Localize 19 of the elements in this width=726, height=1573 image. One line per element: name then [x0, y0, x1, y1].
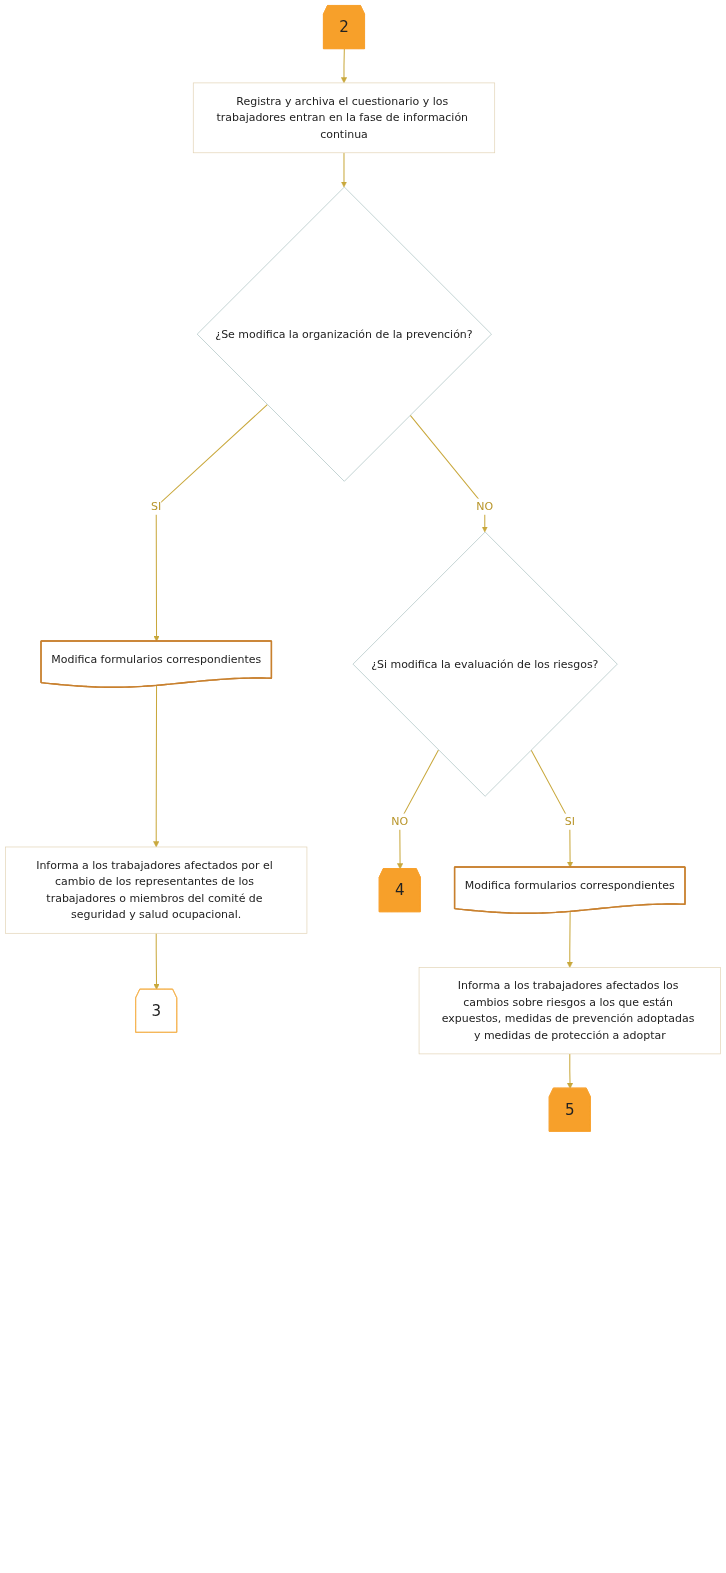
- node-box: Informa a los trabajadores afectados por el cambio de los representantes de los trabajadores o miembros del comité de seguridad y salud ocupacional.: [5, 846, 308, 934]
- arrow: [530, 749, 574, 868]
- arrow: [153, 685, 160, 848]
- arrow: [397, 749, 439, 870]
- arrow: [409, 414, 488, 533]
- node-box: Informa a los trabajadores afectados los cambios sobre riesgos a los que están expuestos, medidas de prevención adoptadas y medidas de protección a adoptar: [418, 967, 721, 1055]
- edge-label: NO: [476, 499, 494, 513]
- edge-label: SI: [151, 499, 162, 513]
- arrow: [340, 152, 347, 188]
- arrow: [153, 932, 160, 990]
- node-diamond: ¿Si modifica la evaluación de los riesgos?: [352, 531, 618, 797]
- arrow: [566, 911, 573, 968]
- edge-label: NO: [391, 814, 409, 828]
- arrow: [567, 1053, 574, 1089]
- arrow: [340, 48, 347, 84]
- edge-label: SI: [564, 814, 575, 828]
- node-diamond: ¿Se modifica la organización de la prevención?: [196, 186, 492, 482]
- node-box: Registra y archiva el cuestionario y los trabajadores entran en la fase de información continua: [192, 82, 496, 154]
- arrow: [153, 404, 268, 642]
